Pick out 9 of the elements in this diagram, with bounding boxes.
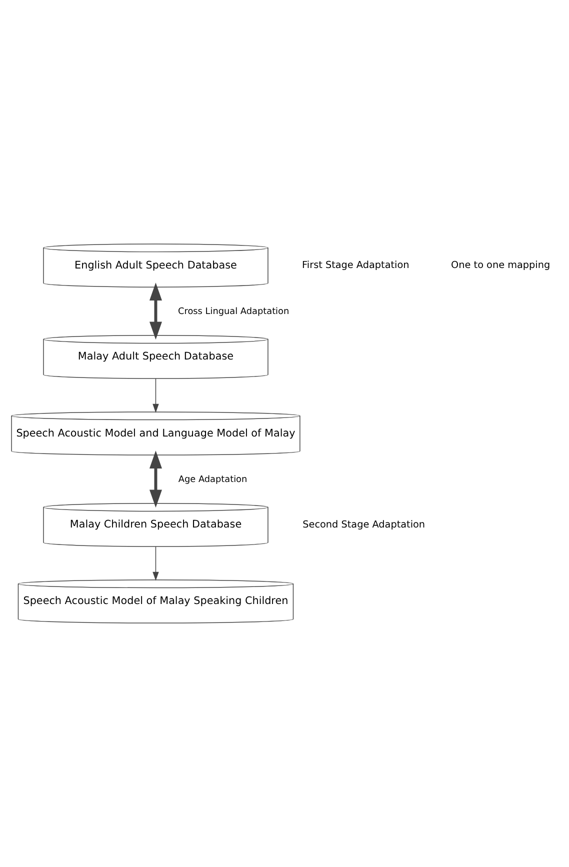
edge-label: Cross Lingual Adaptation: [178, 306, 290, 317]
label: Second Stage Adaptation: [302, 519, 426, 530]
arrow: [149, 282, 162, 340]
arrow: [152, 546, 159, 581]
arrow: [149, 450, 162, 508]
label: One to one mapping: [451, 260, 550, 272]
arrow: [152, 378, 159, 413]
edge-label: Age Adaptation: [178, 474, 248, 485]
label: First Stage Adaptation: [302, 260, 410, 272]
